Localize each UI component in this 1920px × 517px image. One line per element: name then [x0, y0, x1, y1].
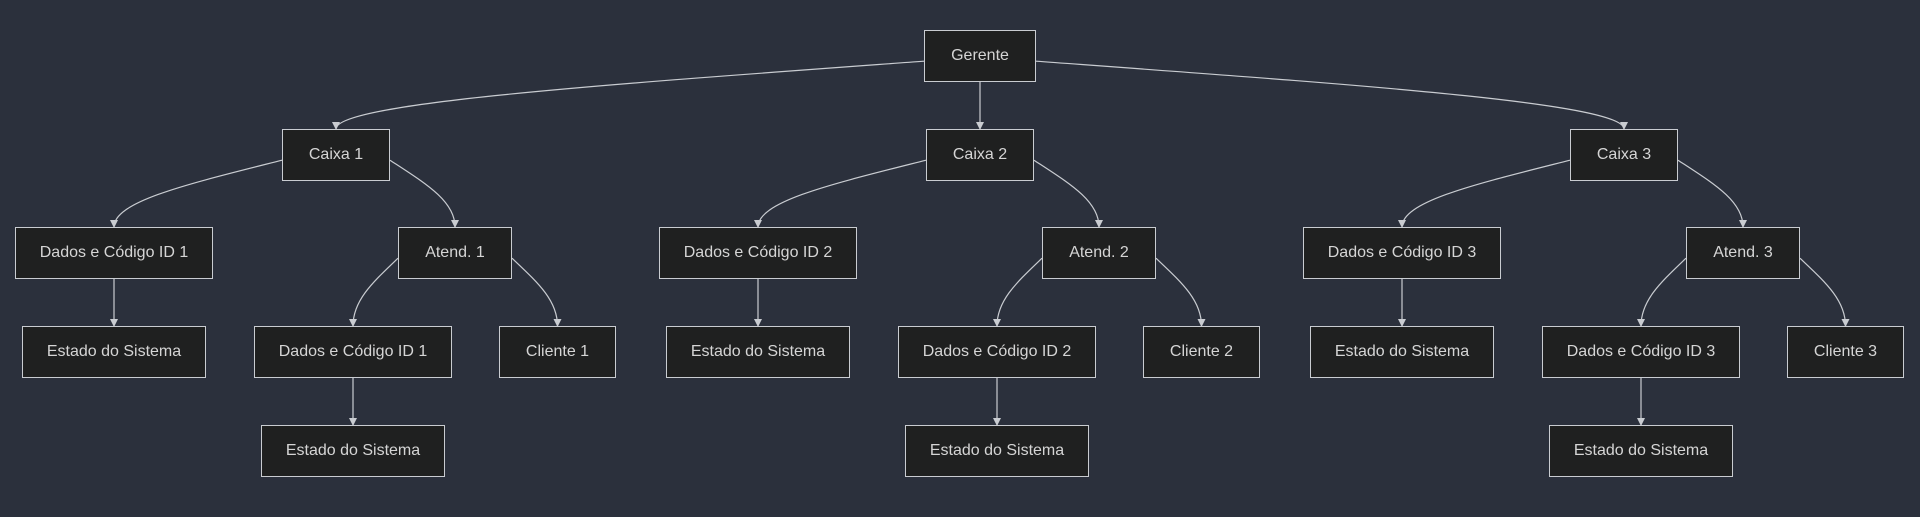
edge-atend1-to-cliente1 — [511, 257, 562, 327]
node-dados-codigo-id-2: Dados e Código ID 2 — [659, 227, 857, 279]
node-caixa-3: Caixa 3 — [1570, 129, 1678, 181]
edge-caixa2-to-atend2 — [1033, 159, 1103, 228]
node-dados-codigo-id-1: Dados e Código ID 1 — [15, 227, 213, 279]
edge-caixa2-to-dados2 — [754, 159, 927, 228]
node-atend-2: Atend. 2 — [1042, 227, 1156, 279]
node-estado-sistema-3: Estado do Sistema — [1310, 326, 1494, 378]
node-estado-sistema-2-atend: Estado do Sistema — [905, 425, 1089, 477]
node-dados-codigo-id-2-atend: Dados e Código ID 2 — [898, 326, 1096, 378]
node-estado-sistema-2: Estado do Sistema — [666, 326, 850, 378]
edge-caixa1-to-dados1 — [110, 159, 283, 228]
node-caixa-1: Caixa 1 — [282, 129, 390, 181]
node-atend-1: Atend. 1 — [398, 227, 512, 279]
node-cliente-2: Cliente 2 — [1143, 326, 1260, 378]
edge-atend3-to-cliente3 — [1799, 257, 1850, 327]
edge-gerente-to-caixa3 — [1035, 60, 1628, 130]
node-dados-codigo-id-3: Dados e Código ID 3 — [1303, 227, 1501, 279]
node-estado-sistema-1: Estado do Sistema — [22, 326, 206, 378]
node-estado-sistema-3-atend: Estado do Sistema — [1549, 425, 1733, 477]
edge-atend1-to-dados1b — [349, 257, 399, 327]
edge-caixa1-to-atend1 — [389, 159, 459, 228]
node-cliente-1: Cliente 1 — [499, 326, 616, 378]
node-caixa-2: Caixa 2 — [926, 129, 1034, 181]
node-gerente: Gerente — [924, 30, 1036, 82]
edge-caixa3-to-dados3 — [1398, 159, 1571, 228]
edge-atend2-to-cliente2 — [1155, 257, 1206, 327]
node-dados-codigo-id-1-atend: Dados e Código ID 1 — [254, 326, 452, 378]
node-atend-3: Atend. 3 — [1686, 227, 1800, 279]
edge-atend3-to-dados3b — [1637, 257, 1687, 327]
edge-gerente-to-caixa1 — [332, 60, 925, 130]
node-estado-sistema-1-atend: Estado do Sistema — [261, 425, 445, 477]
node-dados-codigo-id-3-atend: Dados e Código ID 3 — [1542, 326, 1740, 378]
node-cliente-3: Cliente 3 — [1787, 326, 1904, 378]
edge-caixa3-to-atend3 — [1677, 159, 1747, 228]
edge-atend2-to-dados2b — [993, 257, 1043, 327]
